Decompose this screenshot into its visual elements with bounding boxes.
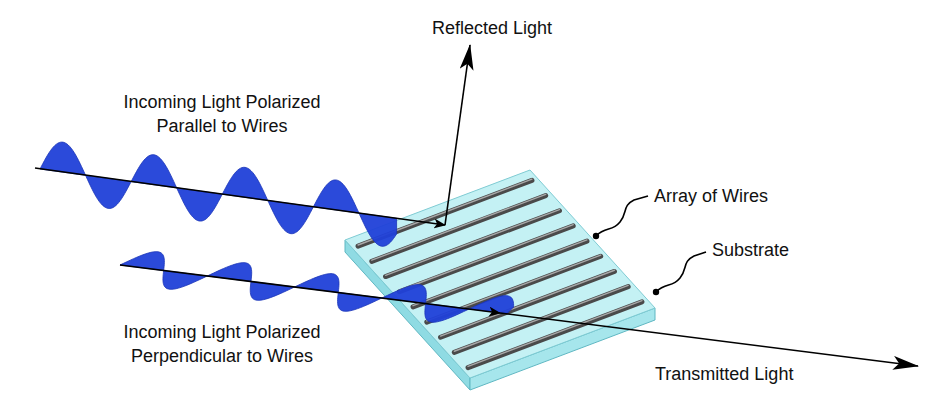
ray-label: Transmitted Light bbox=[655, 362, 855, 386]
incoming-ray bbox=[35, 168, 445, 225]
wave-label: Incoming Light Polarized Perpendicular t… bbox=[102, 320, 342, 368]
part-label: Substrate bbox=[712, 238, 852, 262]
transmitted-ray bbox=[500, 313, 918, 366]
leader-line bbox=[656, 252, 706, 292]
ray-label: Reflected Light bbox=[392, 16, 592, 40]
substrate-plate bbox=[345, 170, 655, 390]
wave-label: Incoming Light Polarized Parallel to Wir… bbox=[102, 90, 342, 138]
reflected-ray bbox=[445, 45, 470, 225]
light-rays bbox=[35, 45, 918, 366]
leader-lines bbox=[593, 196, 706, 295]
substrate-top bbox=[345, 170, 655, 378]
incoming-ray bbox=[120, 265, 500, 313]
wire-array bbox=[358, 179, 642, 367]
part-label: Array of Wires bbox=[654, 184, 824, 208]
perpendicular-wave bbox=[120, 252, 514, 323]
leader-line bbox=[596, 196, 648, 236]
light-waves bbox=[40, 142, 514, 322]
leader-dot bbox=[593, 233, 599, 239]
leader-dot bbox=[653, 289, 659, 295]
